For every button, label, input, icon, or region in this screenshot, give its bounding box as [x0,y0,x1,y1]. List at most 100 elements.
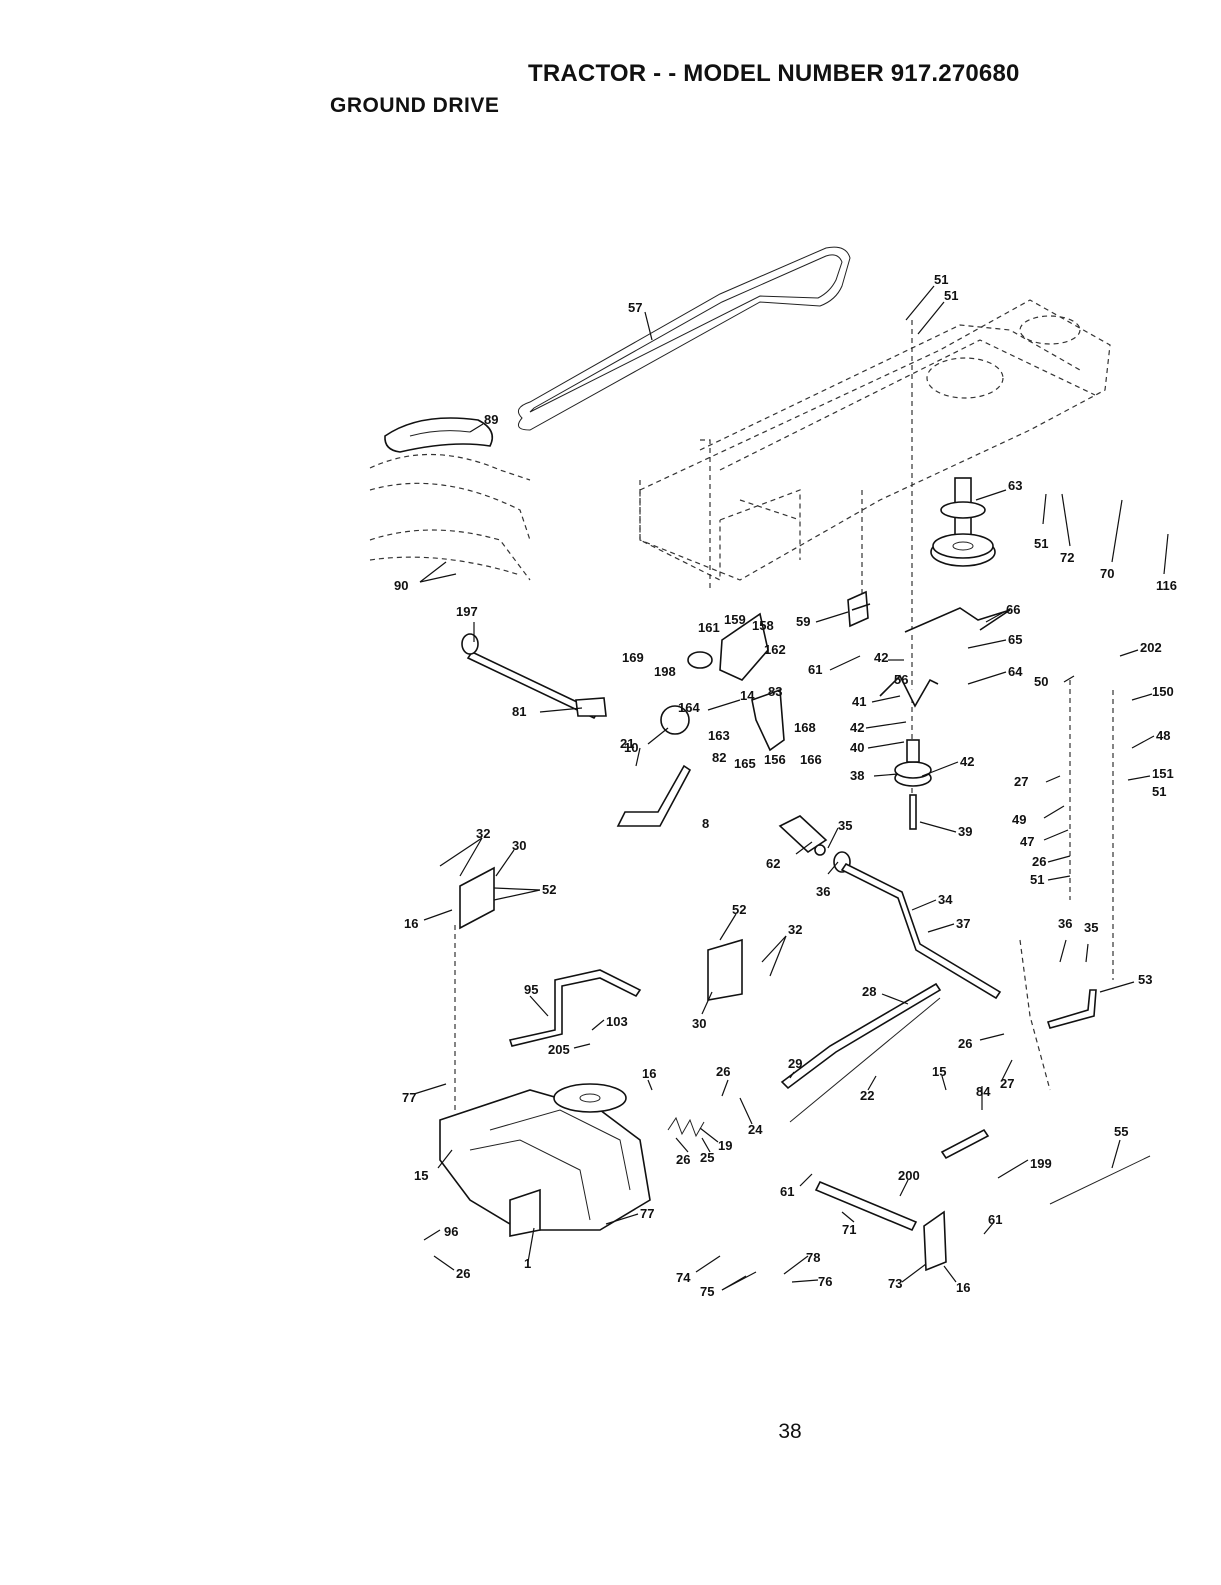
callout-label: 95 [524,982,538,997]
callout-label: 53 [1138,972,1152,987]
callout-label: 116 [1156,578,1177,593]
callout-label: 62 [766,856,780,871]
callout-label: 51 [1030,872,1044,887]
callout-label: 40 [850,740,864,755]
callout-label: 162 [764,642,786,657]
pedal-pad-part [384,417,494,453]
callout-label: 36 [816,884,830,899]
callout-label: 48 [1156,728,1170,743]
callout-label: 24 [748,1122,763,1137]
callout-label: 90 [394,578,408,593]
mount-bracket-part [459,866,495,930]
callout-label: 26 [456,1266,470,1281]
callout-label: 168 [794,720,816,735]
fender-outline [369,453,531,581]
callout-label: 32 [476,826,490,841]
callout-label: 16 [956,1280,970,1295]
callout-label: 84 [976,1084,991,1099]
callout-label: 47 [1020,834,1034,849]
callout-label: 15 [414,1168,428,1183]
link-part [814,1180,918,1232]
bracket-part [879,674,939,708]
spring-part [1049,1155,1151,1205]
callout-label: 200 [898,1168,920,1183]
callout-label: 61 [780,1184,794,1199]
mount-bracket-part [707,938,743,1001]
callout-label: 197 [456,604,478,619]
callout-label: 81 [512,704,526,719]
callout-label: 14 [740,688,755,703]
callout-label: 75 [700,1284,714,1299]
callout-label: 57 [628,300,642,315]
callout-label: 27 [1014,774,1028,789]
tractor-frame-outline [639,299,1111,590]
rod-part [904,607,1011,633]
callout-label: 50 [1034,674,1048,689]
callout-label: 205 [548,1042,570,1057]
callout-label: 38 [850,768,864,783]
callout-label: 78 [806,1250,820,1265]
callout-label: 22 [860,1088,874,1103]
callout-label: 96 [444,1224,458,1239]
callout-label: 61 [808,662,822,677]
callout-label: 42 [874,650,888,665]
callout-label: 56 [894,672,908,687]
callout-label: 159 [724,612,746,627]
callout-label: 26 [958,1036,972,1051]
callout-label: 27 [1000,1076,1014,1091]
page-title: TRACTOR - - MODEL NUMBER 917.270680 [528,60,1020,87]
callout-label: 30 [692,1016,706,1031]
callout-label: 30 [512,838,526,853]
callout-label: 8 [702,816,709,831]
lever-rod-part [508,969,642,1047]
callout-label: 49 [1012,812,1026,827]
callout-label: 42 [850,720,864,735]
callout-label: 151 [1152,766,1174,781]
section-title: GROUND DRIVE [330,94,500,117]
callout-label: 77 [640,1206,654,1221]
idler-spring-part [847,590,871,628]
callout-label: 166 [800,752,822,767]
callout-label: 150 [1152,684,1174,699]
callout-label: 26 [676,1152,690,1167]
callout-label: 164 [678,700,700,715]
control-rod-part [780,982,942,1090]
callout-label: 29 [788,1056,802,1071]
pedal-bracket-part [687,612,785,752]
callout-label: 198 [654,664,676,679]
callout-label: 51 [934,272,948,287]
callout-label: 16 [404,916,418,931]
callout-label: 72 [1060,550,1074,565]
transaxle-part [439,1083,651,1237]
callout-label: 59 [796,614,810,629]
callout-label: 66 [1006,602,1020,617]
drive-belt-part [517,246,851,431]
callout-label: 156 [764,752,786,767]
callout-label: 169 [622,650,644,665]
callout-label: 89 [484,412,498,427]
callout-label: 63 [1008,478,1022,493]
callout-label: 83 [768,684,782,699]
callout-label: 37 [956,916,970,931]
rod-part [940,1128,990,1160]
callout-label: 64 [1008,664,1023,679]
idler-pulley-part [894,739,932,830]
callout-label: 26 [1032,854,1046,869]
callout-labels: 57 51 51 89 63 51 72 70 116 90 197 161 1… [394,272,1177,1299]
callout-label: 55 [1114,1124,1128,1139]
callout-label: 34 [938,892,953,907]
callout-label: 25 [700,1150,714,1165]
control-lever-part [616,705,692,827]
pulley-assembly-part [930,477,996,567]
spring-part [667,1116,705,1138]
callout-label: 39 [958,824,972,839]
callout-label: 163 [708,728,730,743]
callout-label: 103 [606,1014,628,1029]
callout-label: 158 [752,618,774,633]
callout-label: 51 [944,288,958,303]
callout-label: 71 [842,1222,856,1237]
callout-label: 35 [838,818,852,833]
callout-label: 51 [1152,784,1166,799]
callout-label: 70 [1100,566,1114,581]
